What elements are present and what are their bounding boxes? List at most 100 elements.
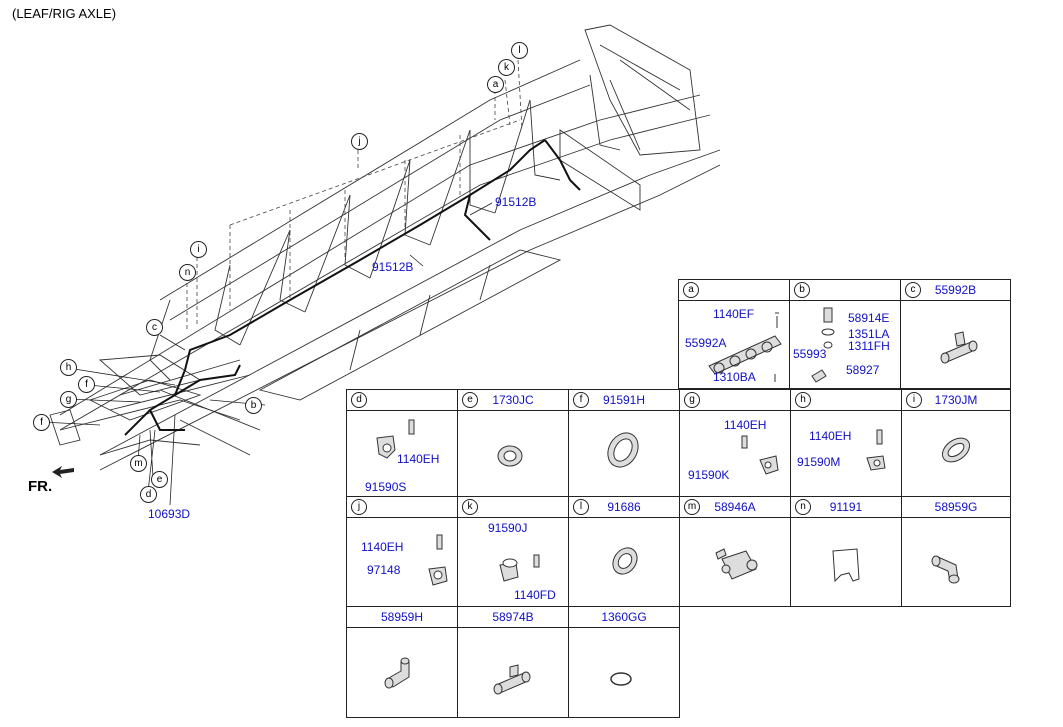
oval-grommet-icon <box>941 437 971 463</box>
cell-key: n <box>795 499 811 515</box>
parts-cell-e: e 1730JC <box>457 389 569 497</box>
parts-cell-l: l 91686 <box>568 496 680 607</box>
part-label-55992a: 55992A <box>685 336 727 350</box>
parts-cell-1360gg: 1360GG <box>568 606 680 718</box>
part-label-1140eh: 1140EH <box>361 540 404 554</box>
part-label-1140eh: 1140EH <box>397 452 440 466</box>
clip-icon <box>832 548 860 583</box>
cell-title: 1730JM <box>934 393 978 407</box>
callout-f: f <box>33 414 50 431</box>
diagram-title: (LEAF/RIG AXLE) <box>12 6 117 21</box>
callout-f: f <box>78 376 95 393</box>
part-label-1140eh: 1140EH <box>809 429 852 443</box>
manifold-icon <box>708 312 782 382</box>
part-label-91512b: 91512B <box>495 195 537 209</box>
parts-cell-58974b: 58974B <box>457 606 569 718</box>
callout-c: c <box>146 319 163 336</box>
callout-g: g <box>60 391 77 408</box>
elbow-fitting-icon <box>384 657 410 689</box>
clip-bolt-icon <box>428 534 448 586</box>
callout-e: e <box>151 471 168 488</box>
cell-title: 58946A <box>714 500 756 514</box>
callout-b: b <box>245 397 262 414</box>
callout-j: j <box>351 133 368 150</box>
front-direction-label: FR. <box>28 478 53 495</box>
part-label-10693d: 10693D <box>148 507 191 521</box>
cell-title: 55992B <box>934 283 977 297</box>
cell-key: e <box>462 392 478 408</box>
cell-key: f <box>573 392 589 408</box>
cell-title: 58959G <box>934 500 978 514</box>
cell-key: k <box>462 499 478 515</box>
cell-title: 91191 <box>829 500 863 514</box>
callout-n: n <box>179 264 196 281</box>
parts-cell-i: i 1730JM <box>901 389 1011 497</box>
cell-key: a <box>683 282 699 298</box>
part-label-58927: 58927 <box>846 363 880 377</box>
cell-key: j <box>351 499 367 515</box>
connector-valve-icon <box>715 548 758 580</box>
cell-title: 1730JC <box>492 393 534 407</box>
part-label-1140ef: 1140EF <box>713 307 755 321</box>
cell-key: l <box>573 499 589 515</box>
cell-key: i <box>906 392 922 408</box>
parts-cell-58959h: 58959H <box>346 606 458 718</box>
part-label-1310ba: 1310BA <box>713 370 756 384</box>
cell-title: 91686 <box>607 500 641 514</box>
callout-i: i <box>190 241 207 258</box>
callout-m: m <box>130 455 147 472</box>
cell-key: c <box>905 282 921 298</box>
cell-key: m <box>684 499 700 515</box>
parts-cell-n: n 91191 <box>790 496 902 607</box>
callout-a: a <box>487 76 504 93</box>
cell-title: 58959H <box>380 610 424 624</box>
grommet-icon <box>497 445 523 467</box>
cell-title: 1360GG <box>601 610 647 624</box>
part-label-91590k: 91590K <box>688 468 730 482</box>
grommet-icon <box>612 547 638 575</box>
cell-key: b <box>794 282 810 298</box>
cell-key: h <box>795 392 811 408</box>
clip-bolt-icon <box>866 429 886 471</box>
parts-cell-d: d 1140EH 91590S <box>346 389 458 497</box>
clip-bolt-icon <box>376 419 415 459</box>
callout-d: d <box>140 486 157 503</box>
part-label-91512b: 91512B <box>372 260 414 274</box>
part-label-1140fd: 1140FD <box>514 588 556 602</box>
parts-cell-j: j 1140EH 97148 <box>346 496 458 607</box>
clip-bolt-icon <box>499 554 540 582</box>
parts-cell-g: g 1140EH 91590K <box>679 389 791 497</box>
cell-title: 91591H <box>602 393 646 407</box>
parts-cell-k: k 91590J 1140FD <box>457 496 569 607</box>
callout-k: k <box>498 59 515 76</box>
cell-key: g <box>684 392 700 408</box>
part-label-91590m: 91590M <box>797 455 841 469</box>
valve-fitting-icon <box>811 307 835 383</box>
parts-cell-h: h 1140EH 91590M <box>790 389 902 497</box>
cell-key: d <box>351 392 367 408</box>
parts-cell-b: b 58914E 1351LA 1311FH 55993 58927 <box>789 279 901 389</box>
tee-fitting-icon <box>940 331 978 364</box>
elbow-fitting-icon <box>931 555 960 584</box>
part-label-1311fh: 1311FH <box>848 339 890 353</box>
part-label-58914e: 58914E <box>848 311 890 325</box>
parts-cell-f: f 91591H <box>568 389 680 497</box>
parts-cell-a: a 1140EF 55992A 1310BA <box>678 279 790 389</box>
part-label-91590j: 91590J <box>488 521 528 535</box>
retaining-ring-icon <box>610 672 632 686</box>
oval-grommet-icon <box>607 432 639 468</box>
callout-h: h <box>60 359 77 376</box>
part-label-91590s: 91590S <box>365 480 407 494</box>
parts-cell-m: m 58946A <box>679 496 791 607</box>
parts-cell-c: c 55992B <box>900 279 1011 389</box>
callout-l: l <box>511 42 528 59</box>
part-label-97148: 97148 <box>367 563 401 577</box>
part-label-55993: 55993 <box>793 347 827 361</box>
part-label-1140eh: 1140EH <box>724 418 767 432</box>
clip-bolt-icon <box>741 435 779 475</box>
parts-cell-58959g: 58959G <box>901 496 1011 607</box>
cell-title: 58974B <box>492 610 534 624</box>
tee-fitting-icon <box>493 664 531 695</box>
part-label-1351la: 1351LA <box>848 327 890 341</box>
